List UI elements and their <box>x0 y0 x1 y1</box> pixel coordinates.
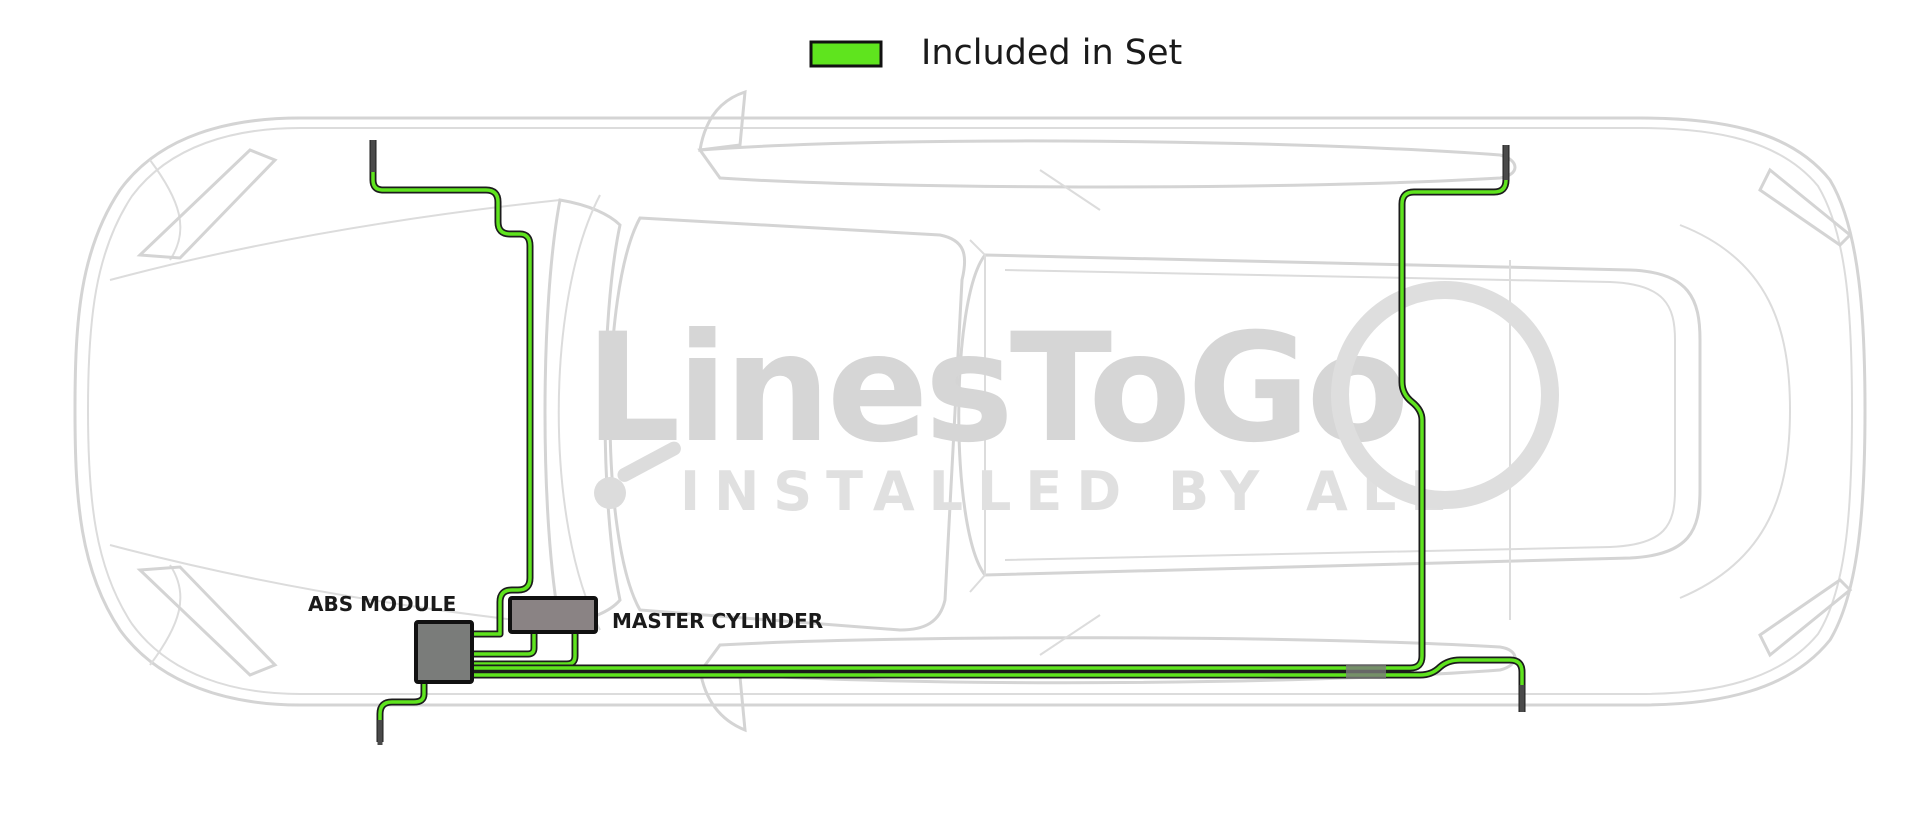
legend-swatch <box>809 40 883 68</box>
watermark: LinesToGo INSTALLED BY ALL <box>585 281 1559 523</box>
watermark-brand: LinesToGo <box>585 302 1405 476</box>
master-cylinder-label: MASTER CYLINDER <box>612 609 823 633</box>
master-cylinder-block <box>508 596 598 634</box>
abs-module-block <box>414 620 474 684</box>
front-right-brake-line <box>376 682 428 742</box>
watermark-ring-icon <box>1331 281 1559 509</box>
line-clip <box>1346 665 1386 679</box>
car-outline <box>73 89 1867 733</box>
master-cylinder <box>508 596 598 634</box>
abs-module <box>414 620 474 684</box>
legend: Included in Set <box>809 33 1182 73</box>
brake-lines <box>369 140 1526 745</box>
abs-module-label: ABS MODULE <box>308 592 456 616</box>
watermark-tagline: INSTALLED BY ALL <box>680 460 1459 523</box>
legend-label: Included in Set <box>921 33 1182 73</box>
wrench-icon <box>594 441 681 509</box>
